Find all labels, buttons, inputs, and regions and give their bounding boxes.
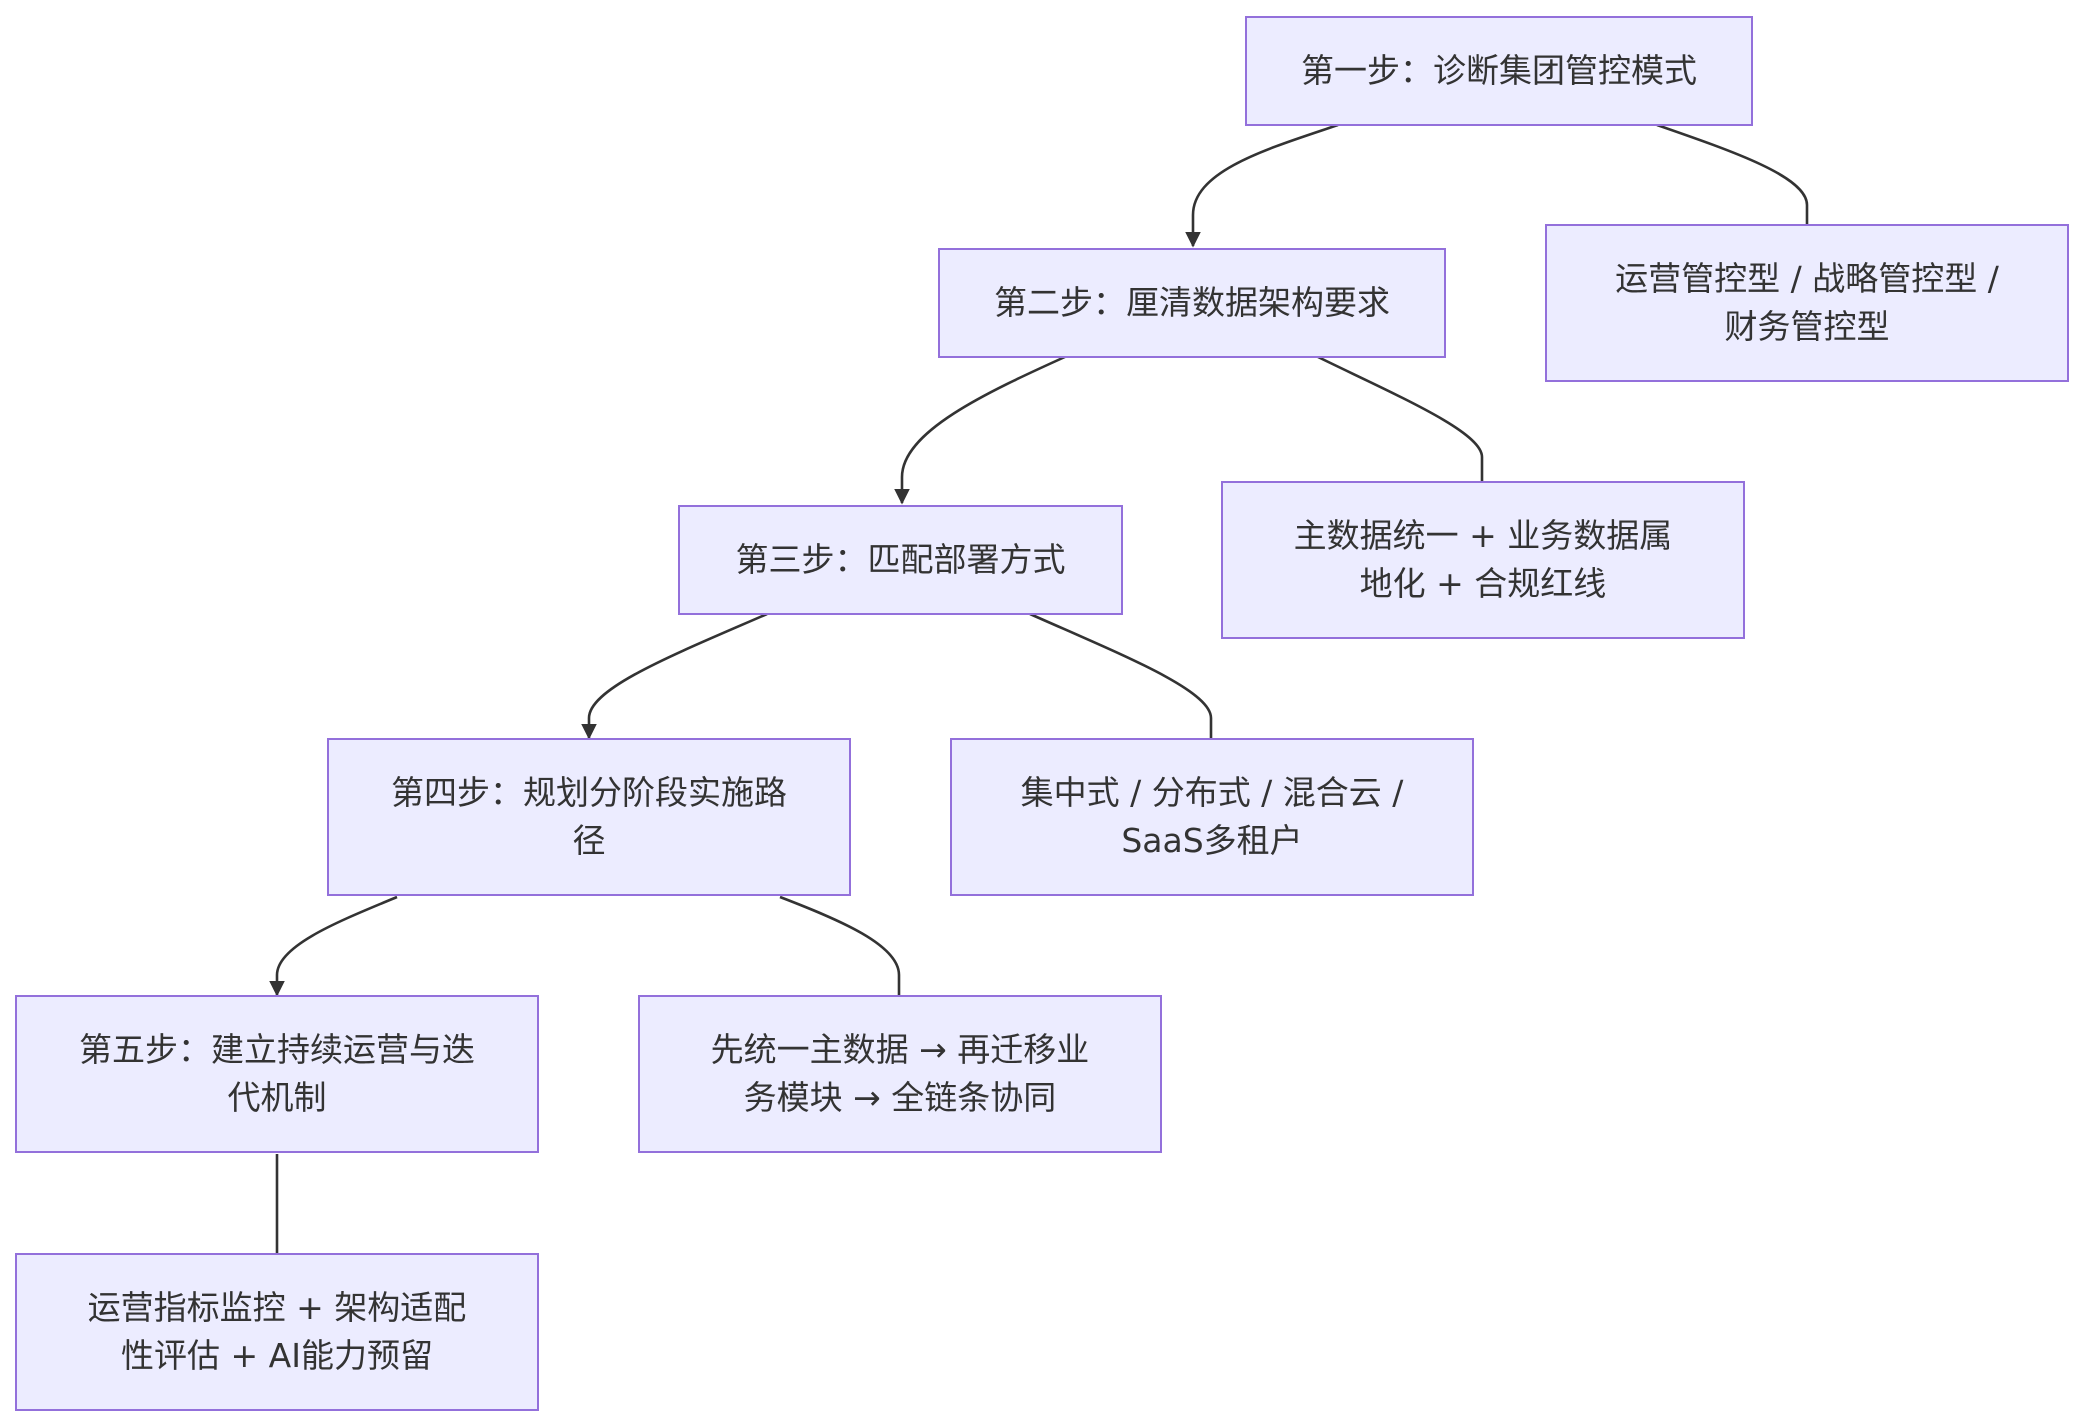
node-step3-label: 第三步：匹配部署方式 xyxy=(735,540,1066,579)
node-step4-detail-label: 先统一主数据 → 再迁移业务模块 → 全链条协同 xyxy=(710,1030,1090,1117)
node-step5-detail[interactable]: 运营指标监控 + 架构适配性评估 + AI能力预留 xyxy=(15,1253,539,1411)
edge-step2-to-step2-detail xyxy=(1315,354,1484,481)
edge-step1-to-step1-detail xyxy=(1656,123,1809,224)
edge-step2-to-step3 xyxy=(894,354,1068,505)
node-step3-detail-label: 集中式 / 分布式 / 混合云 / SaaS多租户 xyxy=(1020,773,1404,860)
node-step3[interactable]: 第三步：匹配部署方式 xyxy=(678,505,1123,615)
node-step5[interactable]: 第五步：建立持续运营与迭代机制 xyxy=(15,995,539,1153)
node-step1-detail-label: 运营管控型 / 战略管控型 / 财务管控型 xyxy=(1615,259,1999,346)
edge-step4-to-step4-detail xyxy=(779,895,901,995)
node-step2-detail[interactable]: 主数据统一 + 业务数据属地化 + 合规红线 xyxy=(1221,481,1745,639)
node-step2-label: 第二步：厘清数据架构要求 xyxy=(994,283,1390,322)
edge-step4-to-step5 xyxy=(269,895,398,997)
node-step4-label: 第四步：规划分阶段实施路径 xyxy=(391,773,787,860)
node-step1[interactable]: 第一步：诊断集团管控模式 xyxy=(1245,16,1753,126)
node-step5-label: 第五步：建立持续运营与迭代机制 xyxy=(79,1030,475,1117)
edge-step3-to-step3-detail xyxy=(1029,612,1213,738)
node-step2[interactable]: 第二步：厘清数据架构要求 xyxy=(938,248,1446,358)
node-step5-detail-label: 运营指标监控 + 架构适配性评估 + AI能力预留 xyxy=(87,1288,467,1375)
node-step4[interactable]: 第四步：规划分阶段实施路径 xyxy=(327,738,851,896)
node-step3-detail[interactable]: 集中式 / 分布式 / 混合云 / SaaS多租户 xyxy=(950,738,1474,896)
edge-step3-to-step4 xyxy=(581,612,768,740)
edge-step1-to-step2 xyxy=(1185,123,1339,248)
node-step2-detail-label: 主数据统一 + 业务数据属地化 + 合规红线 xyxy=(1293,516,1673,603)
node-step1-label: 第一步：诊断集团管控模式 xyxy=(1301,51,1697,90)
node-step1-detail[interactable]: 运营管控型 / 战略管控型 / 财务管控型 xyxy=(1545,224,2069,382)
node-step4-detail[interactable]: 先统一主数据 → 再迁移业务模块 → 全链条协同 xyxy=(638,995,1162,1153)
